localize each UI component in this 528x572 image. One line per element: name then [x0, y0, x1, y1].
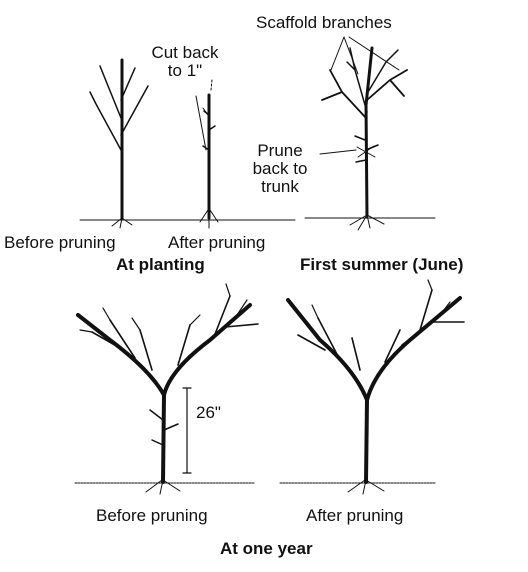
label-prune-back: Prune back to trunk: [238, 142, 322, 196]
label-first-summer: First summer (June): [300, 256, 463, 274]
scaffold-pointer-lines: [331, 37, 399, 74]
label-at-planting: At planting: [116, 256, 205, 274]
label-at-one-year: At one year: [220, 540, 313, 558]
label-height-26: 26": [196, 404, 221, 422]
label-after-pruning-planting: After pruning: [168, 234, 265, 252]
label-after-pruning-one-year: After pruning: [306, 507, 403, 525]
tree-first-summer: [320, 37, 407, 230]
label-before-pruning-planting: Before pruning: [4, 234, 116, 252]
label-cut-back-line2: to 1": [144, 62, 226, 80]
height-26-marker: [183, 388, 191, 473]
label-scaffold-branches: Scaffold branches: [256, 14, 392, 32]
label-cut-back: Cut back to 1": [144, 44, 226, 80]
label-before-pruning-one-year: Before pruning: [96, 507, 208, 525]
tree-planting-before: [90, 60, 148, 228]
label-prune-line3: trunk: [238, 178, 322, 196]
label-prune-line2: back to: [238, 160, 322, 178]
prune-pointer-line: [320, 150, 356, 154]
tree-planting-after: [196, 80, 218, 228]
tree-one-year-before: [78, 284, 258, 494]
tree-one-year-after: [288, 280, 464, 494]
label-prune-line1: Prune: [238, 142, 322, 160]
label-cut-back-line1: Cut back: [144, 44, 226, 62]
